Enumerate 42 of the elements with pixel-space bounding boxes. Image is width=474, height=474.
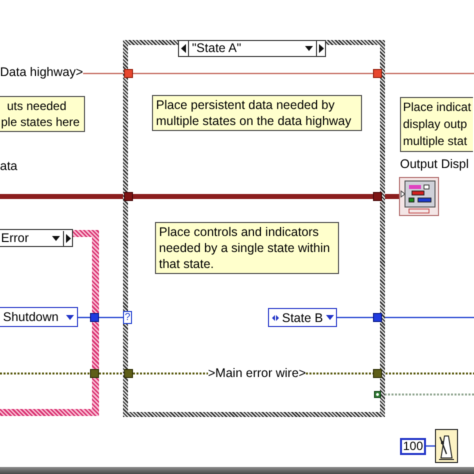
comment-note: Place controls and indicators needed by a single state within that state. xyxy=(155,222,339,274)
comment-note: Place indicat display outp multiple stat xyxy=(400,97,473,152)
wire xyxy=(99,372,124,374)
wire-label: Data highway> xyxy=(0,65,84,80)
numeric-constant: 100 xyxy=(400,438,426,455)
cluster-indicator-icon xyxy=(399,177,439,216)
wire xyxy=(0,372,90,374)
case-selector: "State A" xyxy=(178,40,326,57)
case-structure xyxy=(0,230,99,416)
wire xyxy=(0,194,124,199)
wire-tunnel xyxy=(124,69,133,78)
case-selector-terminal: ? xyxy=(123,311,132,324)
case-selector: Error xyxy=(0,229,73,247)
enum-constant: Shutdown xyxy=(0,307,78,327)
control-label: ata xyxy=(0,159,18,174)
case-structure xyxy=(123,40,385,417)
wire xyxy=(382,316,474,318)
wire-label: >Main error wire> xyxy=(208,366,306,381)
wire-tunnel xyxy=(373,192,382,201)
wire xyxy=(133,194,373,199)
wire-tunnel xyxy=(373,69,382,78)
wire-tunnel xyxy=(124,192,133,201)
wire xyxy=(133,372,208,374)
indicator-label: Output Displ xyxy=(400,157,469,172)
enum-constant: State B xyxy=(268,308,337,327)
wire xyxy=(306,372,373,374)
wire-tunnel xyxy=(90,313,99,322)
wire-tunnel xyxy=(90,369,99,378)
comment-note: uts needed ple states here xyxy=(0,96,85,132)
wire xyxy=(99,316,123,318)
wire-tunnel xyxy=(124,369,133,378)
wire-tunnel xyxy=(373,369,382,378)
metronome-icon xyxy=(435,429,458,463)
wire xyxy=(337,316,373,318)
wire-tunnel xyxy=(374,391,381,398)
wire-tunnel xyxy=(373,313,382,322)
comment-note: Place persistent data needed by multiple states on the data highway xyxy=(152,95,362,131)
wire xyxy=(83,72,124,74)
wire xyxy=(133,72,373,74)
wire xyxy=(382,194,399,199)
wire xyxy=(78,316,90,318)
wire xyxy=(382,72,474,74)
